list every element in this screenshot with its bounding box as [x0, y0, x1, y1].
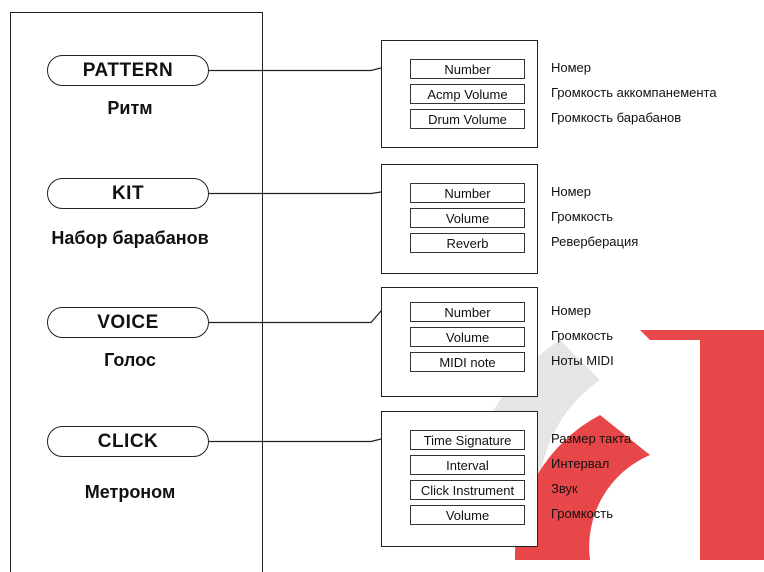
- click-field-click-instrument: Click Instrument: [410, 480, 525, 500]
- watermark-red-arc: [514, 415, 650, 560]
- click-field-description: Звук: [551, 481, 578, 496]
- click-subtitle: Метроном: [84, 482, 176, 502]
- click-pill: CLICK: [47, 426, 209, 457]
- pattern-connector-line: [209, 67, 401, 72]
- click-connector-line: [209, 438, 401, 443]
- click-field-description: Размер такта: [551, 431, 632, 446]
- voice-field-description: Ноты MIDI: [551, 353, 614, 368]
- voice-pill: VOICE: [47, 307, 209, 338]
- voice-field-description: Номер: [551, 303, 592, 318]
- pattern-field-description: Номер: [551, 60, 592, 75]
- voice-field-description: Громкость: [551, 328, 613, 343]
- left-panel: [10, 12, 263, 572]
- pattern-field-description: Громкость барабанов: [551, 110, 682, 125]
- pattern-subtitle: Ритм: [107, 98, 153, 118]
- pattern-field-acmp-volume: Acmp Volume: [410, 84, 525, 104]
- kit-field-description: Реверберация: [551, 234, 639, 249]
- kit-field-description: Номер: [551, 184, 592, 199]
- voice-field-volume: Volume: [410, 327, 525, 347]
- pattern-field-number: Number: [410, 59, 525, 79]
- click-field-volume: Volume: [410, 505, 525, 525]
- kit-pill: KIT: [47, 178, 209, 209]
- pattern-pill: PATTERN: [47, 55, 209, 86]
- click-field-time-signature: Time Signature: [410, 430, 525, 450]
- click-field-description: Громкость: [551, 506, 613, 521]
- watermark-red-corner: [640, 330, 764, 340]
- kit-field-volume: Volume: [410, 208, 525, 228]
- click-field-description: Интервал: [551, 456, 610, 471]
- kit-subtitle: Набор барабанов: [51, 228, 209, 248]
- kit-field-description: Громкость: [551, 209, 613, 224]
- kit-field-reverb: Reverb: [410, 233, 525, 253]
- voice-field-midi-note: MIDI note: [410, 352, 525, 372]
- voice-connector-line: [209, 310, 401, 324]
- pattern-field-drum-volume: Drum Volume: [410, 109, 525, 129]
- voice-field-number: Number: [410, 302, 525, 322]
- click-field-interval: Interval: [410, 455, 525, 475]
- voice-subtitle: Голос: [104, 350, 156, 370]
- watermark-red-bar: [700, 330, 764, 560]
- pattern-field-description: Громкость аккомпанемента: [551, 85, 717, 100]
- kit-field-number: Number: [410, 183, 525, 203]
- kit-connector-line: [209, 191, 401, 195]
